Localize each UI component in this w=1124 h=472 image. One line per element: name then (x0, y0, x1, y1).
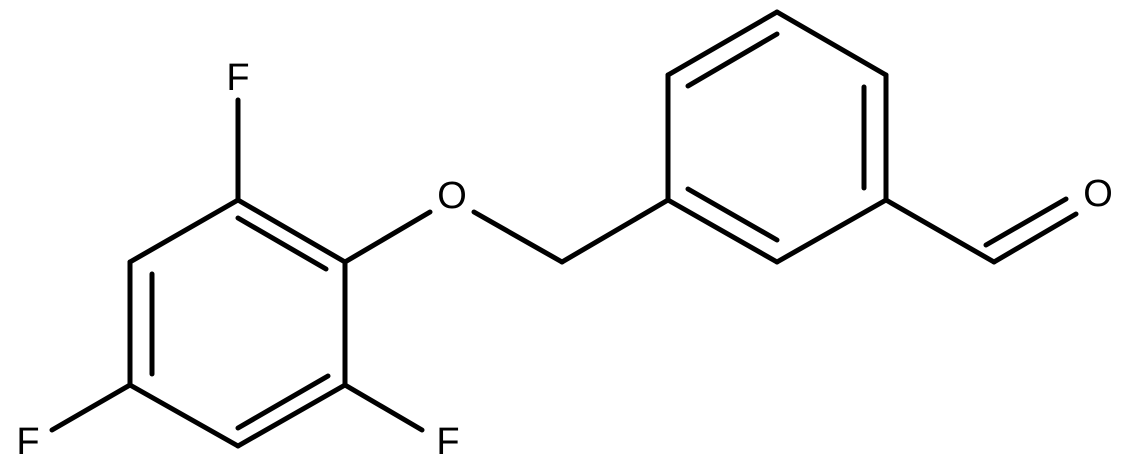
bond-ring2-cho-carbon (883, 197, 997, 265)
bond-cho-double-outer (991, 211, 1079, 265)
bond-ring2-c5-c6 (774, 197, 889, 265)
bond-ring1-c5-c6 (127, 197, 241, 265)
atom-label-o-ether: O (437, 175, 467, 217)
bond-ring1-c6-c1 (235, 197, 348, 265)
atom-label-f-top: F (226, 57, 249, 99)
bond-ring2-c2-c3 (665, 9, 780, 78)
bond-ring1-c3-c4 (127, 382, 241, 449)
bond-cho-double-inner (983, 196, 1069, 248)
bond-ch2-ring2 (559, 197, 671, 265)
atom-label-f-left: F (16, 421, 39, 463)
atom-label-f-bottom: F (436, 421, 459, 463)
bond-ring2-double-inner-c (685, 186, 780, 243)
trifluorophenyl-ring (127, 197, 348, 449)
bond-ring2-double-inner-a (685, 31, 780, 89)
bond-c4-f-left (49, 382, 133, 433)
bond-ring2-c6-c1 (665, 197, 780, 265)
bond-c1-o-ether (342, 209, 433, 265)
bond-ring1-double-inner-a (235, 215, 329, 272)
bond-ring2-c3-c4 (774, 9, 889, 78)
bond-ring1-double-inner-c (235, 373, 331, 431)
bond-o-ether-ch2 (471, 209, 565, 265)
bond-c2-f-bottom (342, 382, 425, 433)
atom-label-o-aldehyde: O (1083, 173, 1113, 215)
bond-ring1-c2-c3 (235, 382, 348, 449)
benzaldehyde-ring (665, 9, 889, 265)
